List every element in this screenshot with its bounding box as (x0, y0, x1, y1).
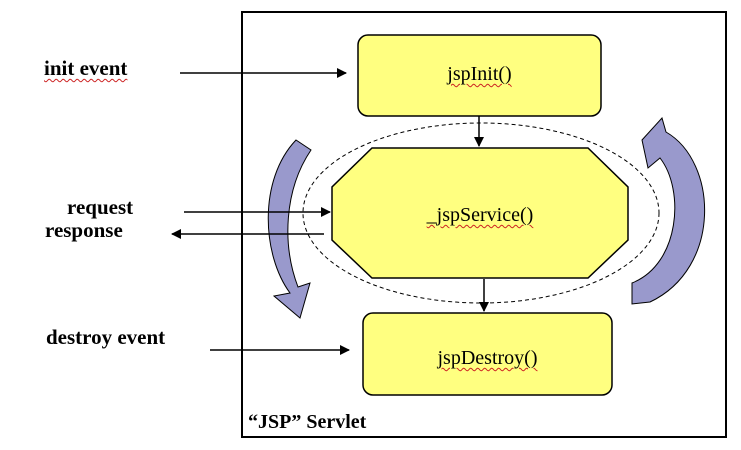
destroy-event-label: destroy event (46, 325, 166, 349)
jspdestroy-label: jspDestroy() (437, 347, 538, 369)
service-loop-ellipse (302, 122, 660, 304)
jspservice-label: _jspService() (426, 204, 534, 226)
servlet-container-label: “JSP” Servlet (248, 411, 367, 433)
right-cycle-arrow (631, 116, 705, 305)
jspinit-label: jspInit() (447, 63, 512, 85)
response-label: response (45, 218, 123, 242)
jspservice-octagon (331, 147, 629, 279)
left-cycle-arrow (267, 139, 312, 319)
init-event-label: init event (44, 56, 128, 80)
request-label: request (67, 195, 134, 219)
jspdestroy-box (362, 312, 613, 396)
